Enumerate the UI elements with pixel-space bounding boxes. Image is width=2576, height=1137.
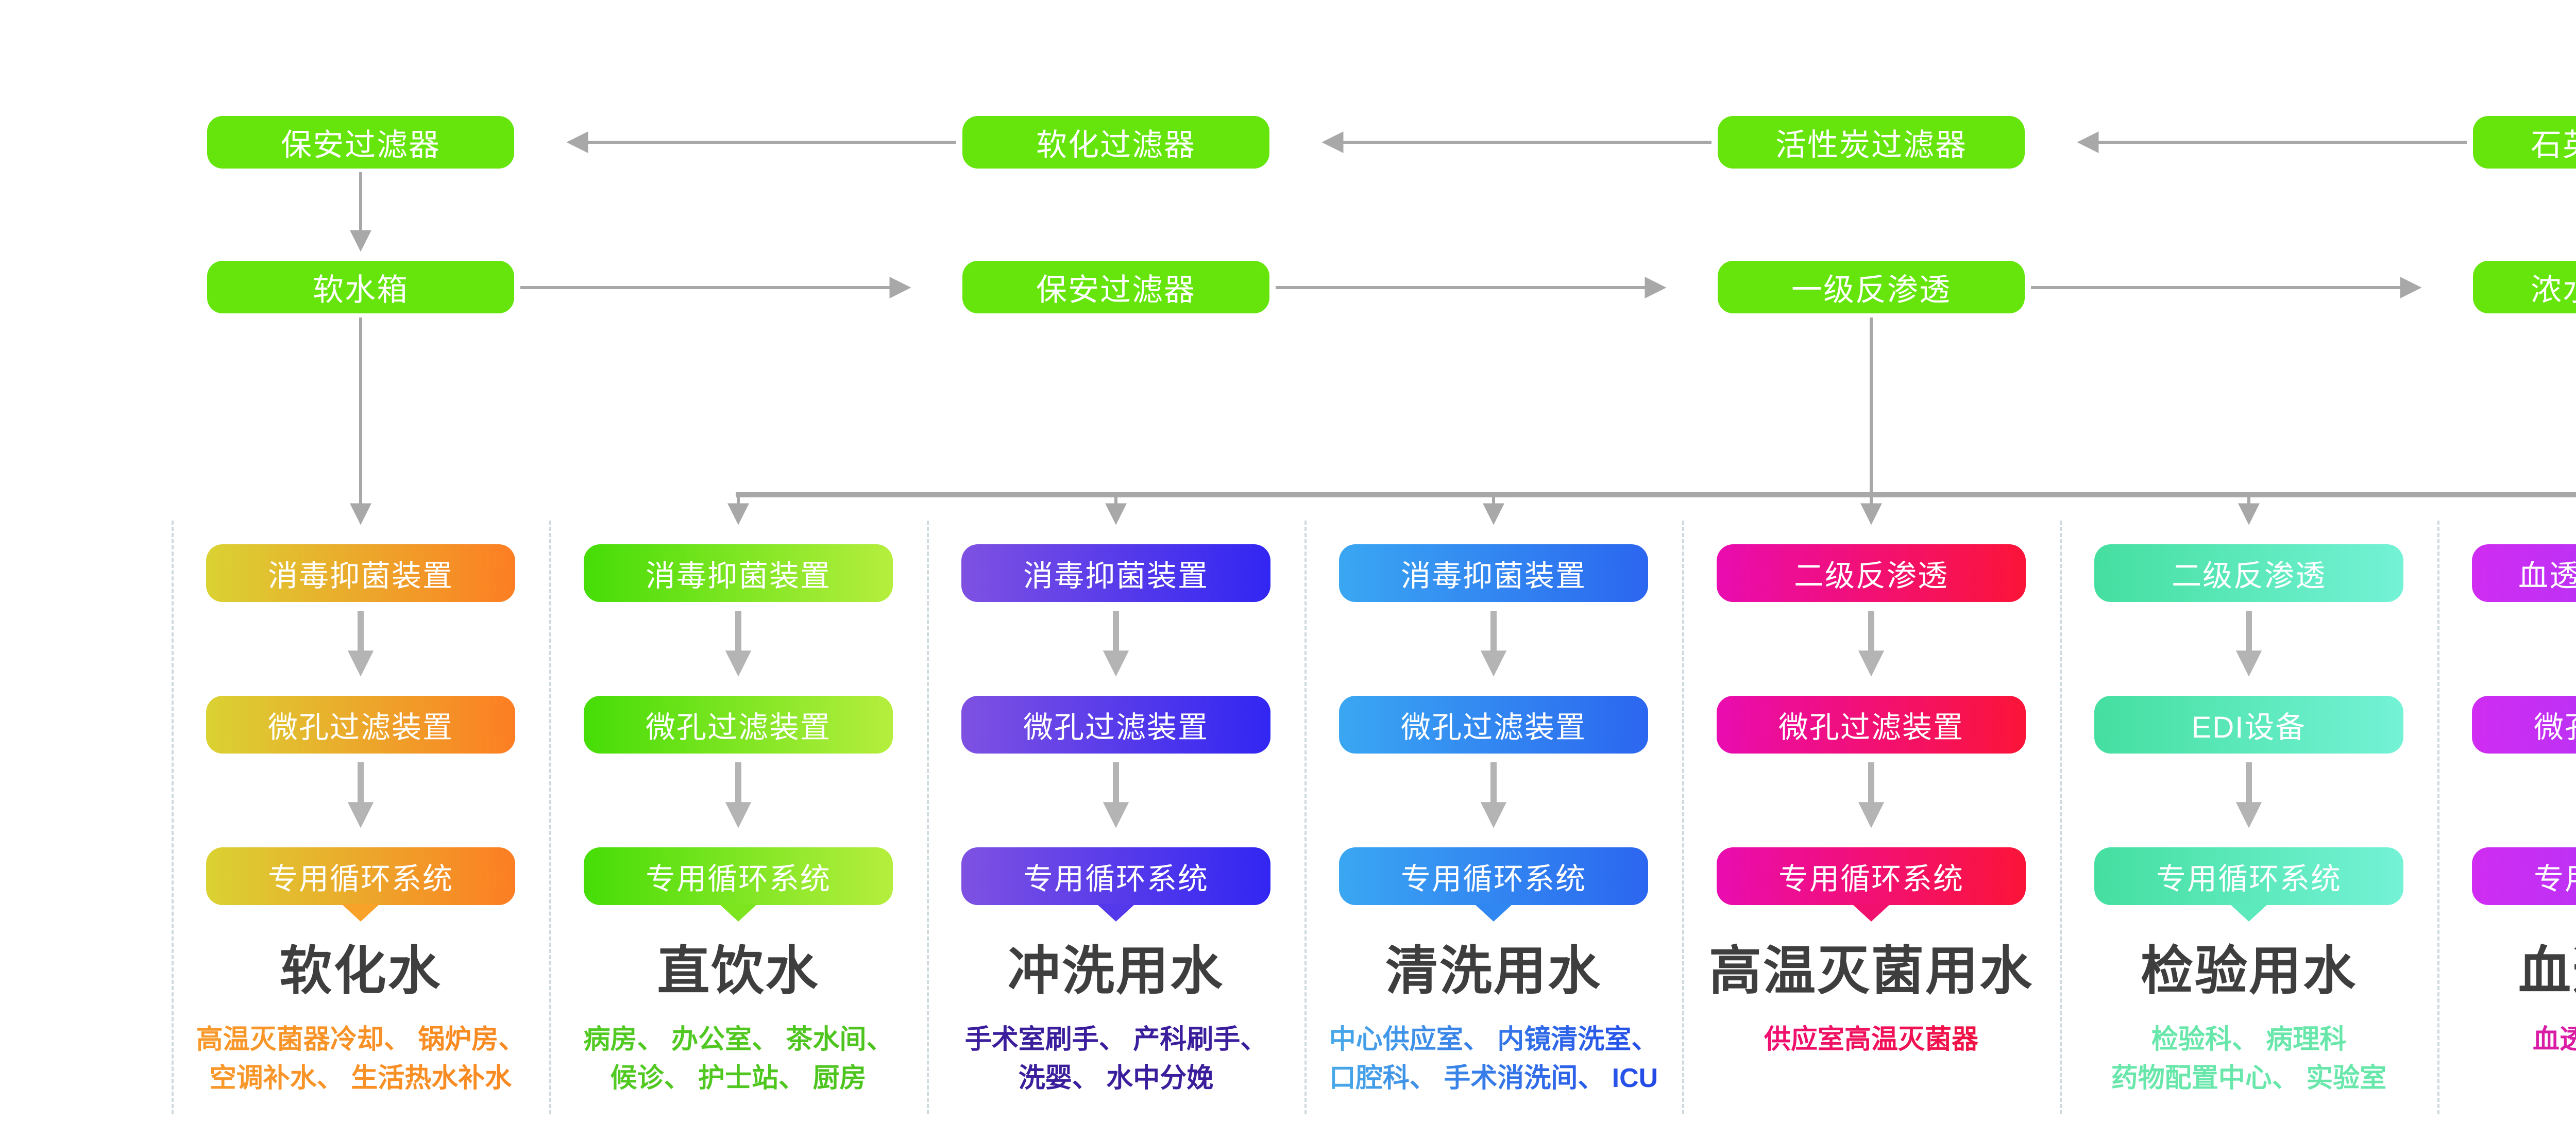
pointer-tail [1852, 904, 1890, 922]
process-step-box: 二级反渗透 [2094, 544, 2403, 602]
flow-connectors [347, 131, 2576, 828]
column-separator [1682, 521, 1684, 1114]
usage-column-laboratory-water: 二级反渗透 EDI设备 专用循环系统 检验用水 检验科、 病理科 药物配置中心、… [2094, 544, 2403, 1114]
column-separator [549, 521, 551, 1114]
usage-description: 手术室刷手、 产科刷手、 洗婴、 水中分娩 [920, 1021, 1312, 1098]
process-step-box: 专用循环系统 [2094, 847, 2403, 905]
node-security-filter-2: 保安过滤器 [962, 261, 1269, 313]
process-step-box: 微孔过滤装置 [206, 696, 515, 754]
process-step-box: 微孔过滤装置 [961, 696, 1270, 754]
usage-title: 高温灭菌用水 [1709, 942, 2033, 1000]
process-step-box: 消毒抑菌装置 [961, 544, 1270, 602]
pointer-tail [1475, 904, 1513, 922]
process-step-box: EDI设备 [2094, 696, 2403, 754]
column-separator [927, 521, 929, 1114]
node-softening-filter: 软化过滤器 [962, 116, 1269, 169]
process-step-box: 微孔过滤装置 [1339, 696, 1648, 754]
usage-description: 高温灭菌器冷却、 锅炉房、 空调补水、 生活热水补水 [165, 1021, 556, 1098]
column-separator [1304, 521, 1307, 1114]
process-step-box: 血透水处理系统 [2472, 544, 2576, 602]
process-step-box: 微孔过滤装置 [1717, 696, 2026, 754]
process-step-box: 二级反渗透 [1717, 544, 2026, 602]
column-separator [172, 521, 174, 1114]
pointer-tail [342, 904, 380, 922]
usage-title: 冲洗用水 [1008, 942, 1224, 1000]
process-step-box: 专用循环系统 [584, 847, 893, 905]
usage-column-softened-water: 消毒抑菌装置 微孔过滤装置 专用循环系统 软化水 高温灭菌器冷却、 锅炉房、 空… [196, 544, 525, 1114]
process-step-box: 专用循环系统 [1717, 847, 2026, 905]
process-step-box: 微孔过滤装置 [2472, 696, 2576, 754]
process-step-box: 专用循环系统 [961, 847, 1270, 905]
node-concentrate-recovery: 浓水回收装置 [2473, 261, 2576, 313]
process-step-box: 专用循环系统 [206, 847, 515, 905]
usage-title: 检验用水 [2141, 942, 2357, 1000]
pointer-tail [2230, 904, 2268, 922]
node-first-stage-ro: 一级反渗透 [1718, 261, 2025, 313]
usage-description: 中心供应室、 内镜清洗室、 口腔科、 手术消洗间、 ICU [1298, 1021, 1689, 1098]
usage-title: 血透用水 [2518, 942, 2576, 1000]
usage-description: 血透中心、 ICU [2431, 1021, 2576, 1059]
pointer-tail [1097, 904, 1135, 922]
process-step-box: 专用循环系统 [2472, 847, 2576, 905]
usage-column-high-temp-sterilization-water: 二级反渗透 微孔过滤装置 专用循环系统 高温灭菌用水 供应室高温灭菌器 [1709, 544, 2032, 1114]
usage-title: 清洗用水 [1385, 942, 1602, 1000]
process-step-box: 专用循环系统 [1339, 847, 1648, 905]
usage-description: 检验科、 病理科 药物配置中心、 实验室 [2053, 1021, 2445, 1098]
node-activated-carbon-filter: 活性炭过滤器 [1718, 116, 2025, 169]
usage-title: 软化水 [279, 942, 442, 1000]
process-step-box: 微孔过滤装置 [584, 696, 893, 754]
usage-column-drinking-water: 消毒抑菌装置 微孔过滤装置 专用循环系统 直饮水 病房、 办公室、 茶水间、 候… [584, 544, 893, 1114]
node-soft-water-tank: 软水箱 [207, 261, 514, 313]
usage-column-cleaning-water: 消毒抑菌装置 微孔过滤装置 专用循环系统 清洗用水 中心供应室、 内镜清洗室、 … [1329, 544, 1658, 1114]
process-step-box: 消毒抑菌装置 [1339, 544, 1648, 602]
usage-column-hemodialysis-water: 血透水处理系统 微孔过滤装置 专用循环系统 血透用水 血透中心、 ICU [2472, 544, 2576, 1114]
process-step-box: 消毒抑菌装置 [206, 544, 515, 602]
usage-column-rinsing-water: 消毒抑菌装置 微孔过滤装置 专用循环系统 冲洗用水 手术室刷手、 产科刷手、 洗… [961, 544, 1270, 1114]
node-quartz-sand-filter: 石英砂过滤器 [2473, 116, 2576, 169]
usage-description: 病房、 办公室、 茶水间、 候诊、 护士站、 厨房 [543, 1021, 934, 1098]
process-step-box: 消毒抑菌装置 [584, 544, 893, 602]
usage-description: 供应室高温灭菌器 [1675, 1021, 2067, 1059]
node-security-filter-1: 保安过滤器 [207, 116, 514, 169]
column-separator [2437, 521, 2439, 1114]
usage-title: 直饮水 [657, 942, 820, 1000]
column-separator [2060, 521, 2062, 1114]
pointer-tail [719, 904, 757, 922]
